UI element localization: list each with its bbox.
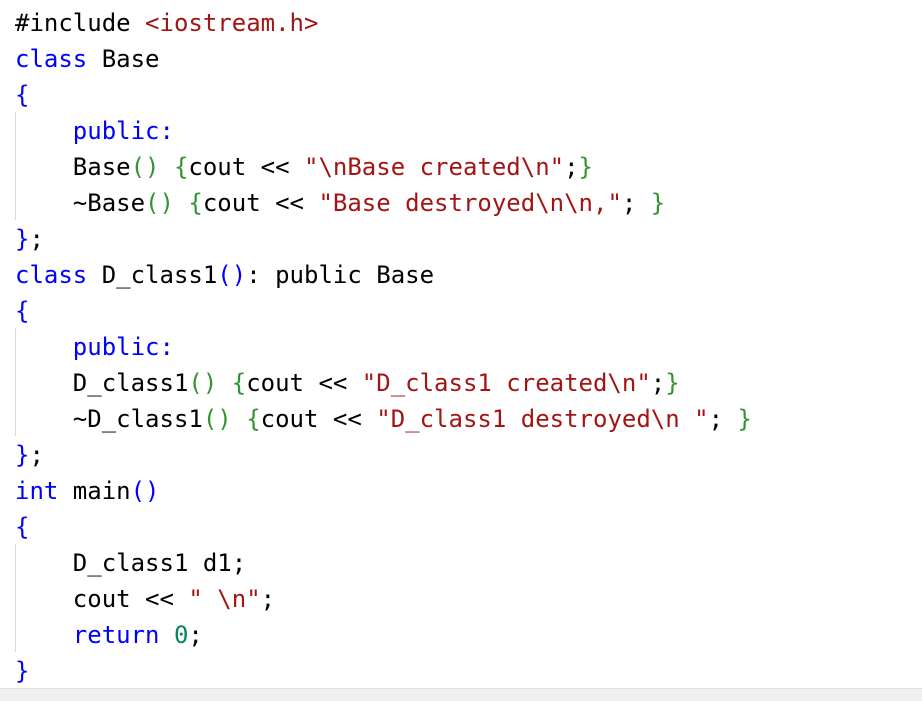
code-line: cout << " \n"; <box>15 581 275 617</box>
code-token: ; <box>621 189 651 217</box>
code-line: return 0; <box>15 617 203 653</box>
code-token: D_class1 d1; <box>15 549 247 577</box>
code-token: } <box>665 369 680 397</box>
code-line: D_class1() {cout << "D_class1 created\n"… <box>15 365 680 401</box>
code-token: D_class1 <box>87 261 218 289</box>
code-token: cout << <box>188 153 304 181</box>
code-token: () <box>217 261 247 289</box>
code-token: cout << <box>260 405 377 433</box>
code-token: : public Base <box>246 261 435 289</box>
code-token: public: <box>72 333 174 361</box>
code-token: cout << <box>202 189 319 217</box>
code-token: ; <box>29 441 44 469</box>
code-line: class D_class1(): public Base <box>15 257 434 293</box>
code-token: } <box>737 405 752 433</box>
code-token <box>15 621 73 649</box>
code-token <box>217 369 231 397</box>
code-line: D_class1 d1; <box>15 545 246 581</box>
code-token: cout << <box>15 585 189 613</box>
code-token: "D_class1 destroyed\n " <box>376 405 709 433</box>
code-token: { <box>15 513 30 541</box>
indent-guide-d-class1 <box>15 328 16 436</box>
indent-guide-base <box>15 112 16 220</box>
code-line: #include <iostream.h> <box>15 5 318 41</box>
code-line: public: <box>15 113 174 149</box>
code-line: public: <box>15 329 174 365</box>
code-token: "\nBase created\n" <box>304 153 565 181</box>
code-line: { <box>15 293 29 329</box>
code-line: ~D_class1() {cout << "D_class1 destroyed… <box>15 401 752 437</box>
code-line: Base() {cout << "\nBase created\n";} <box>15 149 593 185</box>
code-token: <iostream.h> <box>145 9 319 37</box>
code-token: } <box>15 657 30 685</box>
code-token: () <box>130 153 160 181</box>
code-token: () <box>202 405 232 433</box>
code-token: { <box>231 369 247 397</box>
code-token: ; <box>564 153 579 181</box>
code-token <box>232 405 246 433</box>
code-line: { <box>15 77 29 113</box>
code-token <box>160 621 174 649</box>
indent-guide-main <box>15 544 16 652</box>
code-token: { <box>173 153 189 181</box>
code-line: }; <box>15 221 44 257</box>
code-line: }; <box>15 437 44 473</box>
code-token: ~D_class1 <box>15 405 203 433</box>
code-token: } <box>650 189 666 217</box>
code-token: Base <box>15 153 131 181</box>
code-token: ; <box>188 621 203 649</box>
code-token: "Base destroyed\n\n," <box>318 189 622 217</box>
code-token: #include <box>15 9 146 37</box>
code-token: " \n" <box>188 585 261 613</box>
code-token: int <box>15 477 59 505</box>
code-token: "D_class1 created\n" <box>361 369 651 397</box>
code-line: } <box>15 653 29 689</box>
code-token: main <box>58 477 131 505</box>
code-token: () <box>130 477 160 505</box>
code-line: { <box>15 509 29 545</box>
horizontal-scrollbar[interactable] <box>0 688 922 701</box>
code-token: { <box>246 405 261 433</box>
code-token: () <box>145 189 174 217</box>
code-line: int main() <box>15 473 160 509</box>
code-token <box>15 333 73 361</box>
code-token: class <box>15 45 88 73</box>
code-token: { <box>15 297 30 325</box>
code-token: Base <box>87 45 160 73</box>
code-line: ~Base() {cout << "Base destroyed\n\n,"; … <box>15 185 665 221</box>
code-token: ~Base <box>15 189 146 217</box>
code-token: ; <box>260 585 276 613</box>
code-token <box>15 117 73 145</box>
code-token: D_class1 <box>15 369 189 397</box>
code-token: ; <box>650 369 666 397</box>
code-token: class <box>15 261 88 289</box>
code-token <box>174 189 188 217</box>
code-token: () <box>188 369 218 397</box>
code-token: public: <box>72 117 174 145</box>
code-token: ; <box>29 225 44 253</box>
code-token: } <box>15 225 30 253</box>
code-line: class Base <box>15 41 160 77</box>
code-token <box>160 153 174 181</box>
code-token: } <box>578 153 593 181</box>
code-token: ; <box>708 405 738 433</box>
code-token: { <box>188 189 203 217</box>
code-token: } <box>15 441 30 469</box>
code-token: { <box>15 81 30 109</box>
code-token: cout << <box>246 369 362 397</box>
code-token: 0 <box>173 621 189 649</box>
code-token: return <box>72 621 160 649</box>
